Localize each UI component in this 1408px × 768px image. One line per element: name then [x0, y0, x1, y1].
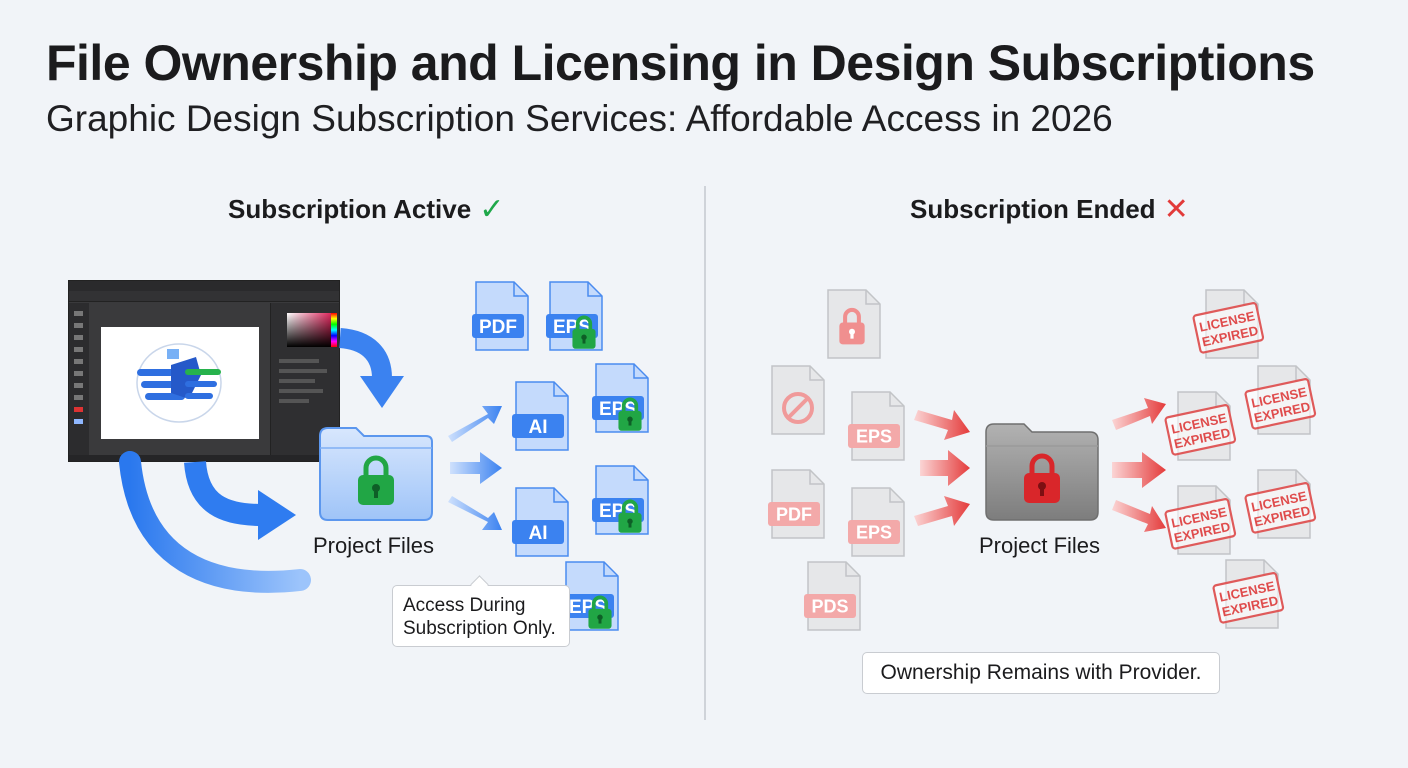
file-icon: PDF: [768, 469, 825, 539]
app-toolbar: [69, 303, 89, 461]
heading-text: Subscription Active: [228, 194, 472, 224]
app-menubar: [69, 281, 339, 291]
lock-icon: [618, 499, 642, 533]
project-folder-icon: [319, 427, 433, 521]
file-icon: [771, 365, 825, 435]
lock-icon: [358, 455, 394, 505]
access-callout: Access During Subscription Only.: [392, 575, 570, 647]
lock-icon: [572, 315, 596, 349]
heading-text: Subscription Ended: [910, 194, 1156, 224]
lock-icon: [839, 307, 865, 345]
x-icon: ✕: [1163, 193, 1189, 226]
lock-icon: [588, 595, 612, 629]
ownership-callout: Ownership Remains with Provider.: [862, 652, 1220, 694]
arrow-icon: [914, 496, 970, 526]
file-icon: [827, 289, 881, 359]
curved-arrow-icon: [338, 328, 404, 408]
folder-label-ended: Project Files: [979, 533, 1101, 558]
arrow-icon: [914, 410, 970, 440]
prohibited-icon: [782, 392, 814, 424]
hue-slider: [331, 313, 337, 347]
callout-line: Access During: [403, 595, 526, 616]
svg-text:AI: AI: [529, 523, 548, 544]
file-icon: PDS: [804, 561, 861, 631]
arrow-icon: [448, 496, 502, 530]
svg-text:EPS: EPS: [856, 426, 892, 446]
lock-icon: [1024, 453, 1060, 503]
arrow-icon: [1112, 452, 1166, 488]
arrow-icon: [450, 452, 502, 484]
arrow-icon: [448, 406, 502, 442]
folder-label-active: Project Files: [313, 533, 435, 558]
svg-text:AI: AI: [529, 417, 548, 438]
heading-subscription-active: Subscription Active ✓: [228, 192, 504, 227]
app-statusbar: [69, 455, 339, 461]
arrow-icon: [1112, 500, 1166, 532]
callout-line: Subscription Only.: [403, 618, 556, 639]
file-icon: AI: [512, 487, 569, 557]
logo-artwork-icon: [136, 343, 222, 423]
file-icon: AI: [512, 381, 569, 451]
svg-text:PDF: PDF: [776, 504, 812, 524]
file-group-active: PDF EPS AI EPS AI EPS EPS: [472, 281, 649, 631]
svg-text:PDS: PDS: [811, 596, 848, 616]
page-subtitle: Graphic Design Subscription Services: Af…: [46, 98, 1113, 139]
file-icon: PDF: [472, 281, 529, 351]
page-title: File Ownership and Licensing in Design S…: [46, 35, 1315, 91]
file-icon: EPS: [592, 363, 649, 433]
file-icon: EPS: [848, 487, 905, 557]
curved-arrow-icon: [119, 451, 311, 593]
color-picker-gradient: [287, 313, 331, 347]
app-options-bar: [69, 291, 339, 302]
lock-icon: [618, 397, 642, 431]
artboard: [101, 327, 259, 439]
heading-subscription-ended: Subscription Ended ✕: [910, 192, 1189, 227]
arrow-icon: [920, 450, 970, 486]
section-divider: [704, 186, 706, 720]
svg-text:PDF: PDF: [479, 317, 517, 338]
file-icon: EPS: [562, 561, 619, 631]
project-folder-icon: [985, 423, 1099, 521]
check-icon: ✓: [479, 193, 505, 226]
file-icon: EPS: [546, 281, 603, 351]
file-group-ended: EPSPDFEPSPDSLICENSEEXPIREDLICENSEEXPIRED…: [768, 289, 1317, 631]
file-icon: EPS: [592, 465, 649, 535]
design-app-window: [68, 280, 340, 462]
curved-arrow-icon: [184, 460, 296, 540]
file-icon: EPS: [848, 391, 905, 461]
arrow-icon: [1112, 398, 1166, 430]
svg-text:EPS: EPS: [856, 522, 892, 542]
